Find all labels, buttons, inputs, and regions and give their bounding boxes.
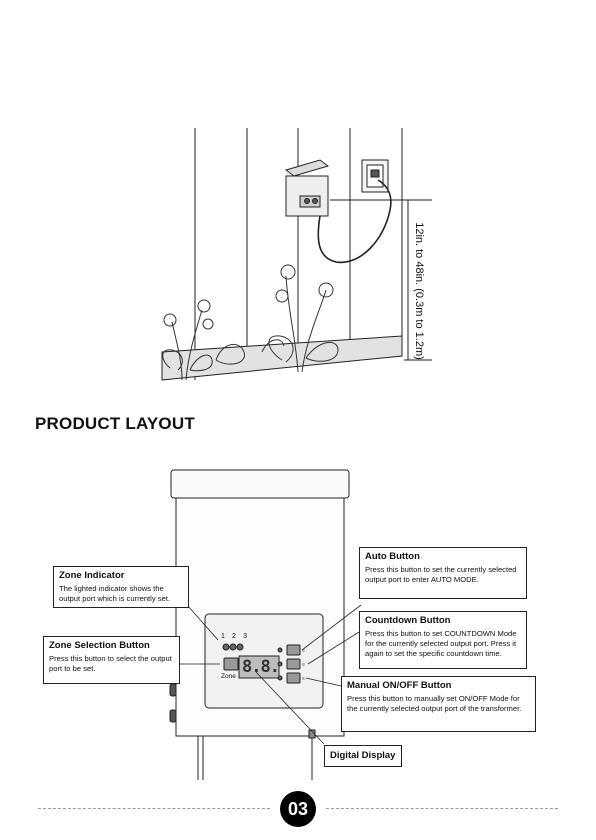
manual-button-title: Manual ON/OFF Button — [347, 680, 452, 691]
digital-display-readout: 8.8. — [242, 657, 280, 677]
zone-button-label: Zone — [221, 673, 236, 680]
callout-leader-lines — [179, 604, 362, 745]
wall-outlet — [361, 159, 389, 193]
transformer-device: ≡ ≡ ≡ — [169, 469, 351, 780]
footer-divider-right — [326, 808, 558, 809]
zone-led-1 — [222, 643, 230, 651]
digital-display-title: Digital Display — [330, 750, 396, 761]
transformer-box-small — [284, 159, 330, 217]
countdown-button-desc: Press this button to set COUNTDOWN Mode … — [365, 629, 517, 658]
zone-number-2: 2 — [232, 633, 236, 640]
countdown-button-title: Countdown Button — [365, 615, 451, 626]
zone-led-3 — [236, 643, 244, 651]
zone-selection-callout: Zone Selection Button Press this button … — [43, 636, 180, 684]
zone-selection-desc: Press this button to select the output p… — [49, 654, 172, 673]
manual-button-callout: Manual ON/OFF Button Press this button t… — [341, 676, 536, 732]
countdown-button-callout: Countdown Button Press this button to se… — [359, 611, 527, 669]
zone-indicator-desc: The lighted indicator shows the output p… — [59, 584, 171, 603]
zone-indicator-title: Zone Indicator — [59, 570, 125, 581]
zone-led-2 — [229, 643, 237, 651]
svg-text:≡: ≡ — [302, 648, 305, 654]
height-measurement-line — [330, 199, 432, 361]
svg-text:≡: ≡ — [302, 676, 305, 682]
zone-button-shape — [223, 657, 239, 671]
mounting-height-label: 12in. to 48in. (0.3m to 1.2m) — [413, 222, 425, 360]
zone-selection-title: Zone Selection Button — [49, 640, 150, 651]
zone-number-3: 3 — [243, 633, 247, 640]
zone-number-1: 1 — [221, 633, 225, 640]
zone-number-labels: 1 2 3 — [221, 633, 247, 640]
zone-indicator-callout: Zone Indicator The lighted indicator sho… — [53, 566, 189, 608]
auto-button-title: Auto Button — [365, 551, 420, 562]
svg-text:≡: ≡ — [302, 662, 305, 668]
footer-divider-left — [38, 808, 270, 809]
product-layout-heading: PRODUCT LAYOUT — [35, 414, 195, 433]
installation-illustration — [161, 128, 432, 381]
page-number-badge: 03 — [280, 791, 316, 827]
auto-button-desc: Press this button to set the currently s… — [365, 565, 517, 584]
manual-button-desc: Press this button to manually set ON/OFF… — [347, 694, 522, 713]
auto-button-callout: Auto Button Press this button to set the… — [359, 547, 527, 599]
digital-display-callout: Digital Display — [324, 745, 402, 767]
